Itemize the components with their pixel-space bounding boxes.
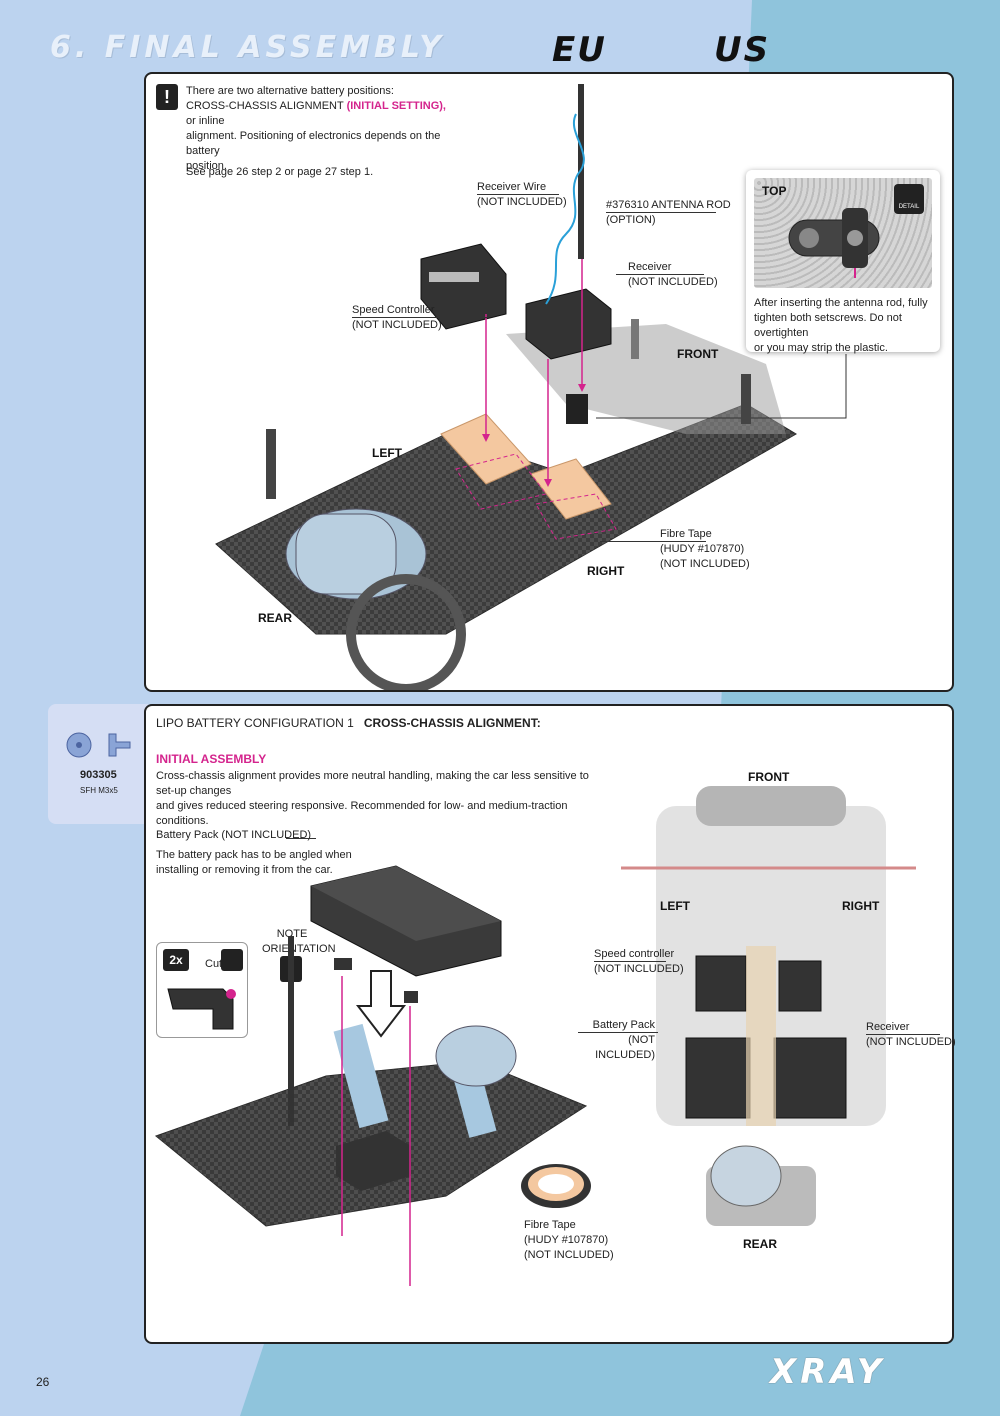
fibre-tape-label: Fibre Tape (HUDY #107870) (NOT INCLUDED): [660, 528, 750, 570]
screw-part-number: 903305: [80, 769, 117, 781]
rear-direction-label: REAR: [258, 611, 293, 625]
battery-angle-note: The battery pack has to be angled when i…: [156, 849, 352, 876]
receiver-line: [616, 274, 704, 275]
antenna-detail-box: TOP DETAIL After inserting the antenna r…: [746, 170, 940, 354]
screw-parts-tab: 903305 SFH M3x5: [48, 704, 148, 824]
receiver-wire-line: [477, 194, 559, 195]
top-chassis-diagram: [215, 84, 847, 690]
cut-part-box: 2x Cut: [156, 942, 248, 1038]
note-line-1: There are two alternative battery positi…: [186, 85, 394, 97]
front-top-view-label: FRONT: [748, 770, 790, 784]
knife-icon: [221, 949, 243, 971]
us-logo: US: [714, 30, 771, 70]
eu-logo: EU: [552, 30, 607, 70]
battery-pack-label: Battery Pack (NOT INCLUDED): [156, 829, 312, 841]
config-heading: LIPO BATTERY CONFIGURATION 1 CROSS-CHASS…: [156, 716, 541, 730]
see-page-text: See page 26 step 2 or page 27 step 1.: [186, 166, 374, 178]
note-orientation-label: NOTE ORIENTATION: [262, 928, 336, 955]
battery-note: There are two alternative battery positi…: [186, 84, 450, 174]
xray-logo: XRAY: [770, 1352, 886, 1392]
quantity-badge: 2x: [163, 949, 189, 971]
speed-controller-label: Speed Controller (NOT INCLUDED): [352, 304, 442, 331]
antenna-rod-label: #376310 ANTENNA ROD (OPTION): [606, 199, 731, 226]
fibre-tape-line: [600, 541, 706, 542]
cut-label: Cut: [205, 958, 223, 970]
left-top-view-label: LEFT: [660, 899, 690, 913]
antenna-rod-line: [606, 212, 716, 213]
bottom-chassis-diagram: [154, 786, 916, 1286]
warning-icon: !: [156, 84, 178, 110]
speed-controller-top-line: [594, 961, 666, 962]
note-line-3: alignment. Positioning of electronics de…: [186, 130, 441, 157]
receiver-label: Receiver (NOT INCLUDED): [628, 261, 718, 288]
front-direction-label: FRONT: [677, 347, 719, 361]
left-direction-label: LEFT: [372, 446, 402, 460]
note-line-2: CROSS-CHASSIS ALIGNMENT (INITIAL SETTING…: [186, 100, 446, 127]
page-title: 6. FINAL ASSEMBLY: [50, 30, 445, 65]
fibre-tape-bottom-label: Fibre Tape (HUDY #107870) (NOT INCLUDED): [524, 1219, 614, 1261]
screw-icon: [66, 732, 131, 758]
config-description: Cross-chassis alignment provides more ne…: [156, 770, 589, 827]
battery-pack-top-label: Battery Pack (NOT INCLUDED): [592, 1019, 655, 1061]
note-line-4: position.: [186, 160, 227, 172]
detail-top-label: TOP: [762, 184, 787, 198]
detail-instructions: After inserting the antenna rod, fully t…: [754, 297, 928, 354]
battery-pack-top-line: [578, 1032, 658, 1033]
receiver-top-label: Receiver (NOT INCLUDED): [866, 1021, 956, 1048]
antenna-mount-graphic: [788, 208, 880, 278]
initial-assembly-subhead: INITIAL ASSEMBLY: [156, 752, 267, 766]
receiver-top-line: [866, 1034, 940, 1035]
detail-badge-icon: DETAIL: [894, 184, 924, 214]
cut-part-graphic: [167, 988, 236, 1030]
speed-controller-line: [352, 317, 488, 318]
right-top-view-label: RIGHT: [842, 899, 880, 913]
rear-top-view-label: REAR: [743, 1237, 778, 1251]
screw-description: SFH M3x5: [80, 786, 118, 795]
receiver-wire-label: Receiver Wire (NOT INCLUDED): [477, 181, 567, 208]
right-direction-label: RIGHT: [587, 564, 625, 578]
page-number: 26: [36, 1375, 50, 1389]
battery-pack-line: [286, 838, 316, 839]
speed-controller-top-label: Speed controller (NOT INCLUDED): [594, 948, 684, 975]
